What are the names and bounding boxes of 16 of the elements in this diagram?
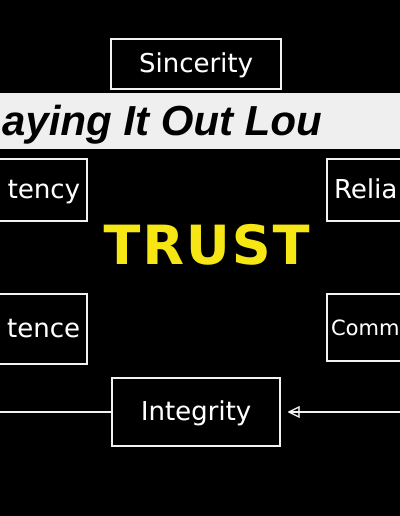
banner-title: aying It Out Lou (1, 97, 322, 145)
chalk-box (110, 38, 282, 90)
node-label: tence (7, 314, 80, 344)
chalk-box (326, 158, 400, 222)
connector-line (288, 406, 400, 418)
chalk-box (0, 293, 88, 365)
node-label: Relia (334, 175, 398, 205)
chalk-box (111, 377, 281, 447)
chalk-box (0, 158, 88, 222)
node-label: tency (8, 175, 80, 205)
node-label: Sincerity (139, 49, 253, 79)
heading-text: TRUST (104, 214, 312, 276)
connector-line (0, 411, 111, 413)
chalk-box (326, 293, 400, 362)
node-label: Comm (331, 316, 400, 340)
node-label: Integrity (140, 397, 252, 427)
